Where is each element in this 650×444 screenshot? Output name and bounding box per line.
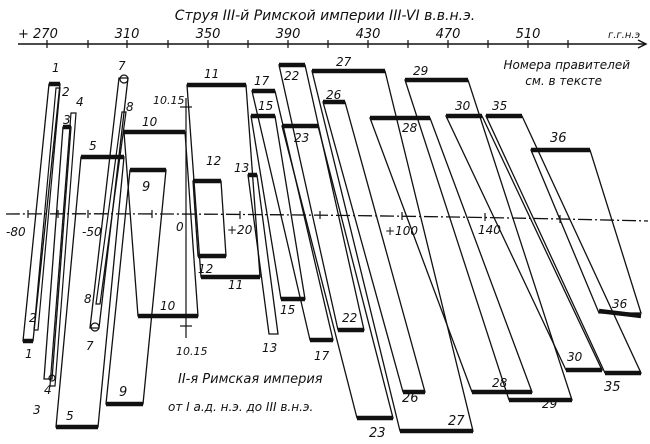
ruler-band-23: 23 23 [281, 123, 394, 441]
ruler-band-12: 12 12 [192, 154, 227, 276]
ruler-label: 10 [160, 299, 176, 313]
ruler-band-8: 8 8 [84, 100, 134, 306]
ruler-label: 5 [89, 139, 97, 153]
ruler-label: 3 [33, 403, 41, 417]
ruler-band-9: 9 9 [105, 167, 167, 407]
ruler-label: 23 [369, 426, 386, 441]
ruler-label: 1 [52, 61, 60, 75]
ruler-band-7: 7 7 [86, 59, 129, 353]
ruler-label: 26 [402, 391, 419, 406]
marker-label-lower: 10.15 [176, 345, 208, 358]
ruler-label: 28 [492, 376, 508, 390]
ruler-label: 15 [280, 303, 295, 317]
middle-axis-line [5, 213, 649, 222]
ruler-label: 13 [262, 341, 277, 355]
middle-tick-label: +20 [227, 223, 253, 237]
marker-label-upper: 10.15 [153, 94, 185, 107]
ruler-label: 35 [492, 99, 507, 113]
ruler-label: 29 [542, 397, 557, 411]
ruler-label: 3 [63, 113, 71, 127]
ruler-label: 2 [29, 311, 37, 325]
ruler-label: 17 [314, 349, 330, 363]
ruler-label: 26 [326, 88, 342, 102]
ruler-label: 17 [254, 74, 270, 88]
middle-tick-label: 0 [176, 220, 184, 234]
ruler-label: 9 [142, 180, 150, 195]
top-tick-label: 350 [196, 27, 221, 42]
top-axis-unit: г.г.н.э [608, 30, 640, 41]
middle-tick-label: -80 [6, 225, 26, 239]
ruler-band-26: 26 26 [322, 88, 426, 406]
ruler-label: 28 [402, 121, 418, 135]
ruler-label: 11 [204, 67, 219, 81]
ruler-label: 29 [413, 64, 428, 78]
ruler-label: 5 [66, 409, 74, 423]
ruler-label: 30 [567, 350, 583, 364]
ruler-label: 27 [336, 55, 352, 69]
middle-tick-label: +100 [385, 224, 418, 238]
ruler-label: 4 [44, 383, 52, 397]
ruler-band-36: 36 36 [530, 131, 642, 319]
ruler-label: 7 [118, 59, 126, 73]
ruler-label: 10 [142, 115, 158, 129]
ruler-band-2: 2 2 [29, 85, 70, 331]
ruler-label: 8 [126, 100, 134, 114]
top-tick-label: 390 [276, 27, 301, 42]
ruler-band-17: 17 17 [251, 74, 334, 363]
top-axis-tick-marks [46, 40, 569, 48]
ruler-label: 9 [119, 385, 127, 400]
ruler-label: 35 [604, 380, 621, 395]
ruler-label: 36 [550, 131, 567, 146]
ruler-label: 7 [86, 339, 94, 353]
ruler-label: 27 [448, 414, 465, 429]
ruler-band-5: 5 5 [55, 139, 125, 430]
ruler-label: 12 [198, 262, 213, 276]
ruler-label: 22 [342, 311, 357, 325]
ruler-label: 1 [25, 347, 33, 361]
ruler-band-35: 35 35 [484, 99, 643, 395]
ruler-label: 36 [612, 297, 628, 311]
ruler-band-30: 30 30 [444, 99, 604, 373]
caption-line1: II-я Римская империя [178, 372, 323, 387]
middle-axis-tick-marks [27, 210, 561, 223]
top-tick-label: 510 [516, 27, 541, 42]
top-tick-label: 470 [436, 27, 461, 42]
ruler-band-10: 10 10 [123, 115, 199, 319]
ruler-label: 15 [258, 99, 273, 113]
top-axis-arrow [637, 39, 648, 49]
ruler-label: 30 [455, 99, 471, 113]
ruler-label: 4 [76, 95, 84, 109]
ruler-band-1: 1 1 [22, 61, 61, 361]
middle-tick-label: 140 [478, 223, 501, 237]
caption-line2: от I а.д. н.э. до III в.н.э. [168, 400, 313, 414]
ruler-band-13: 13 13 [234, 161, 279, 355]
middle-tick-label: -50 [82, 225, 102, 239]
legend-note-line2: см. в тексте [525, 74, 602, 88]
ruler-label: 12 [206, 154, 221, 168]
diagram-title: Струя III-й Римской империи III-VI в.в.н… [175, 8, 475, 24]
ruler-band-28: 28 28 [369, 115, 533, 395]
top-tick-label: + 270 [18, 27, 58, 42]
ruler-band-4: 4 4 [44, 95, 84, 397]
legend-note-line1: Номера правителей [504, 58, 631, 72]
ruler-label: 2 [62, 85, 70, 99]
ruler-label: 8 [84, 292, 92, 306]
ruler-band-29: 29 29 [404, 64, 573, 411]
ruler-band-11: 11 11 [186, 67, 261, 292]
ruler-label: 23 [294, 131, 309, 145]
ruler-band-27: 27 27 [311, 55, 474, 434]
top-tick-label: 310 [115, 27, 140, 42]
ruler-band-22: 22 22 [278, 62, 365, 333]
top-tick-label: 430 [356, 27, 381, 42]
ruler-band-15: 15 15 [250, 99, 306, 317]
ruler-label: 13 [234, 161, 249, 175]
ruler-label: 11 [228, 278, 243, 292]
ruler-label: 22 [284, 69, 299, 83]
